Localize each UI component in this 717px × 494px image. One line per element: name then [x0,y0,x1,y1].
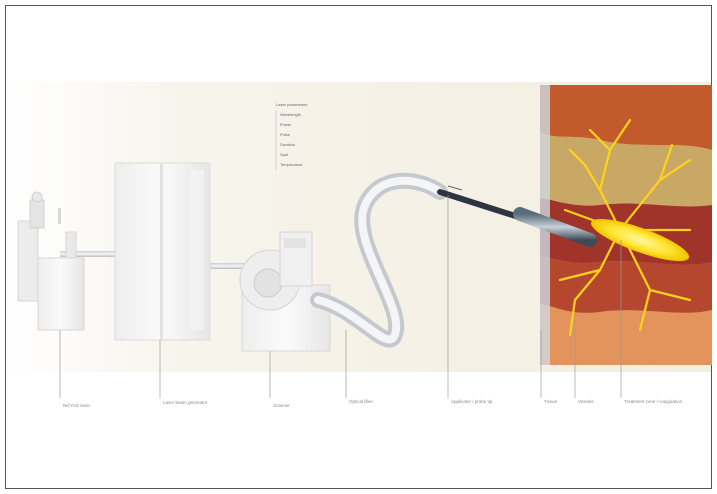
feature-list: Laser parameters Wavelength Power Pulse … [276,102,307,170]
label-vessels: Vessels [578,399,594,404]
feature-item: Wavelength [280,112,301,117]
feature-item: Duration [280,142,295,147]
label-module: Laser beam generator [163,400,208,405]
scanner-unit [240,232,330,351]
laser-source [18,192,84,330]
feature-item: Spot [280,152,289,157]
feature-list-title: Laser parameters [276,102,307,107]
feature-item: Power [280,122,292,127]
label-scanner: Scanner [273,403,290,408]
laser-module [115,163,210,340]
optical-fiber [318,181,440,340]
feature-item: Temperature [280,162,303,167]
label-source: Nd:YAG laser [63,403,91,408]
label-zone: Treatment zone / coagulation [624,399,683,404]
label-tissue: Tissue [544,399,558,404]
label-fiber: Optical fiber [349,399,374,404]
label-probe: Applicator / probe tip [451,399,493,404]
feature-item: Pulse [280,132,291,137]
